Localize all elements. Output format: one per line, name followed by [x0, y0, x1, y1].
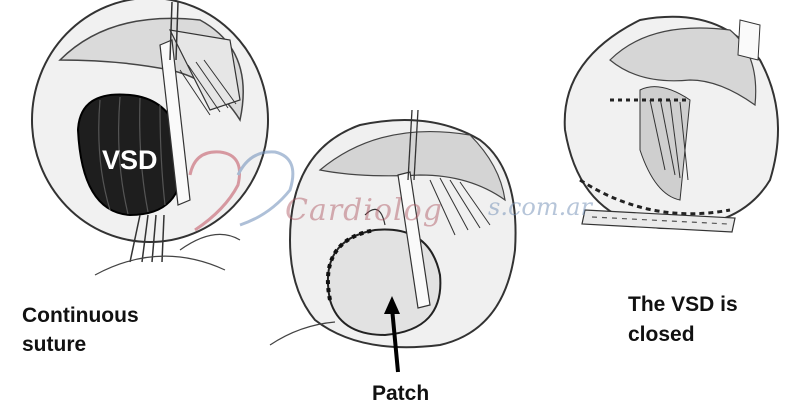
patch-label: Patch: [372, 382, 429, 406]
continuous-suture-label: Continuous suture: [22, 301, 192, 359]
watermark-domain: s.com.ar: [488, 193, 592, 221]
vsd-closed-label: The VSD is closed: [628, 290, 778, 350]
left-heart-illustration: [32, 0, 268, 275]
vsd-label: VSD: [102, 145, 158, 176]
middle-heart-illustration: [270, 110, 516, 372]
watermark-text: Cardiolog: [285, 193, 443, 228]
right-heart-illustration: [565, 17, 778, 232]
